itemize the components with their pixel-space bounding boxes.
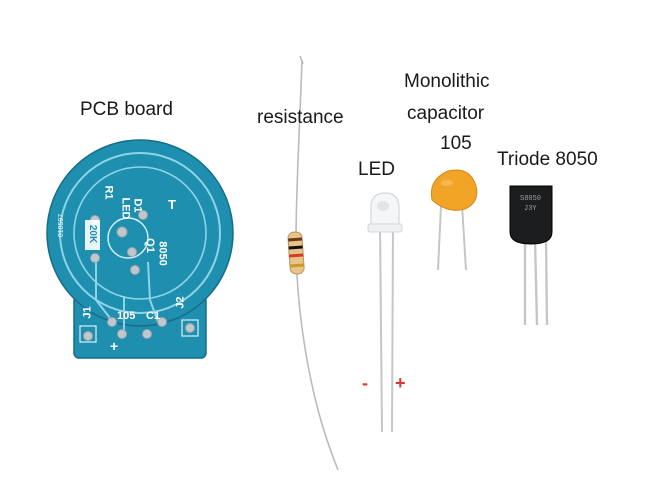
led-plus-sign: + [395,373,406,393]
pcb-plus-text: + [110,338,119,354]
led-minus-sign: - [362,373,368,393]
pcb-j1-text: J1 [81,306,94,319]
pcb-j2-text: J2 [174,296,187,309]
transistor-marking-line1: S8050 [520,195,542,203]
pcb-board [46,139,234,359]
transistor-component [509,185,553,326]
capacitor-label-line1: Monolithic [404,71,490,92]
pcb-board-label: PCB board [80,99,173,120]
pcb-8050-text: 8050 [156,241,169,266]
capacitor-component [430,169,478,271]
transistor-marking-line2: J3Y [524,205,537,213]
pcb-20k-text: 20K [87,224,99,244]
pcb-c1-text: C1 [146,310,161,322]
resistance-label: resistance [257,107,344,128]
pcb-r1-text: R1 [102,185,115,200]
triode-label: Triode 8050 [497,149,598,170]
capacitor-label-line3: 105 [440,133,472,154]
pcb-t-text: T [168,197,176,212]
pcb-q1-text: Q1 [143,238,156,253]
pcb-105-text: 105 [117,310,136,322]
led-label: LED [358,159,395,180]
resistor [287,55,339,471]
pcb-led-text: LED [119,197,132,220]
capacitor-label-line2: capacitor [407,103,485,124]
led-component [367,192,403,433]
pcb-serial-text: 010597 [58,213,66,238]
pcb-d1-text: D1 [131,198,144,213]
